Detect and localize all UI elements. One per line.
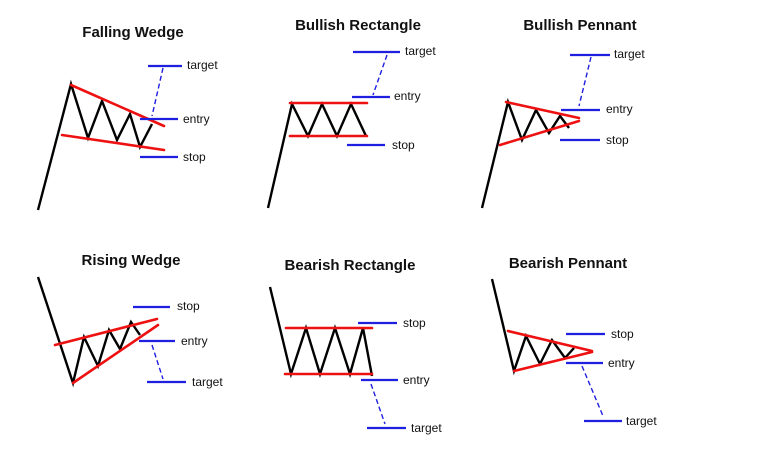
pattern-title: Bearish Pennant [509, 255, 627, 272]
trend-line-upper [506, 329, 594, 353]
pattern-title: Bearish Rectangle [285, 257, 416, 274]
pattern-rising-wedge: Rising Wedge stop entry target [36, 252, 223, 389]
target-label: target [192, 375, 223, 389]
projection-line [578, 56, 592, 107]
projection-line [581, 365, 604, 417]
price-line [268, 286, 374, 379]
pattern-title: Bullish Pennant [523, 17, 636, 34]
price-line [490, 278, 575, 376]
target-label: target [614, 47, 645, 61]
entry-label: entry [394, 89, 421, 103]
projection-line [370, 383, 386, 425]
entry-label: entry [181, 334, 208, 348]
pattern-title: Falling Wedge [82, 24, 183, 41]
trend-line-upper [53, 317, 159, 347]
pattern-bullish-rectangle: Bullish Rectangle target entry stop [266, 17, 436, 209]
entry-label: entry [608, 356, 635, 370]
target-label: target [405, 44, 436, 58]
pattern-bullish-pennant: Bullish Pennant target entry stop [480, 17, 645, 209]
price-line [36, 276, 141, 388]
stop-label: stop [403, 316, 426, 330]
entry-label: entry [183, 112, 210, 126]
price-line [480, 97, 570, 209]
stop-label: stop [183, 150, 206, 164]
projection-line [372, 54, 388, 96]
projection-line [151, 344, 164, 380]
entry-label: entry [606, 102, 633, 116]
target-label: target [411, 421, 442, 435]
trend-line-lower [60, 133, 166, 152]
entry-label: entry [403, 373, 430, 387]
pattern-falling-wedge: Falling Wedge target entry stop [36, 24, 218, 211]
pattern-bearish-pennant: Bearish Pennant stop entry target [490, 255, 657, 428]
price-line [36, 79, 154, 211]
trend-line-lower [71, 323, 160, 385]
stop-label: stop [177, 299, 200, 313]
target-label: target [187, 58, 218, 72]
trend-line-lower [512, 350, 594, 373]
pattern-title: Rising Wedge [82, 252, 181, 269]
projection-line [151, 67, 164, 117]
stop-label: stop [611, 327, 634, 341]
target-label: target [626, 414, 657, 428]
stop-label: stop [606, 133, 629, 147]
pattern-title: Bullish Rectangle [295, 17, 421, 34]
trend-line-lower [498, 119, 581, 147]
trend-line-upper [504, 100, 581, 120]
pattern-bearish-rectangle: Bearish Rectangle stop entry target [268, 257, 442, 435]
price-line [266, 100, 368, 209]
stop-label: stop [392, 138, 415, 152]
